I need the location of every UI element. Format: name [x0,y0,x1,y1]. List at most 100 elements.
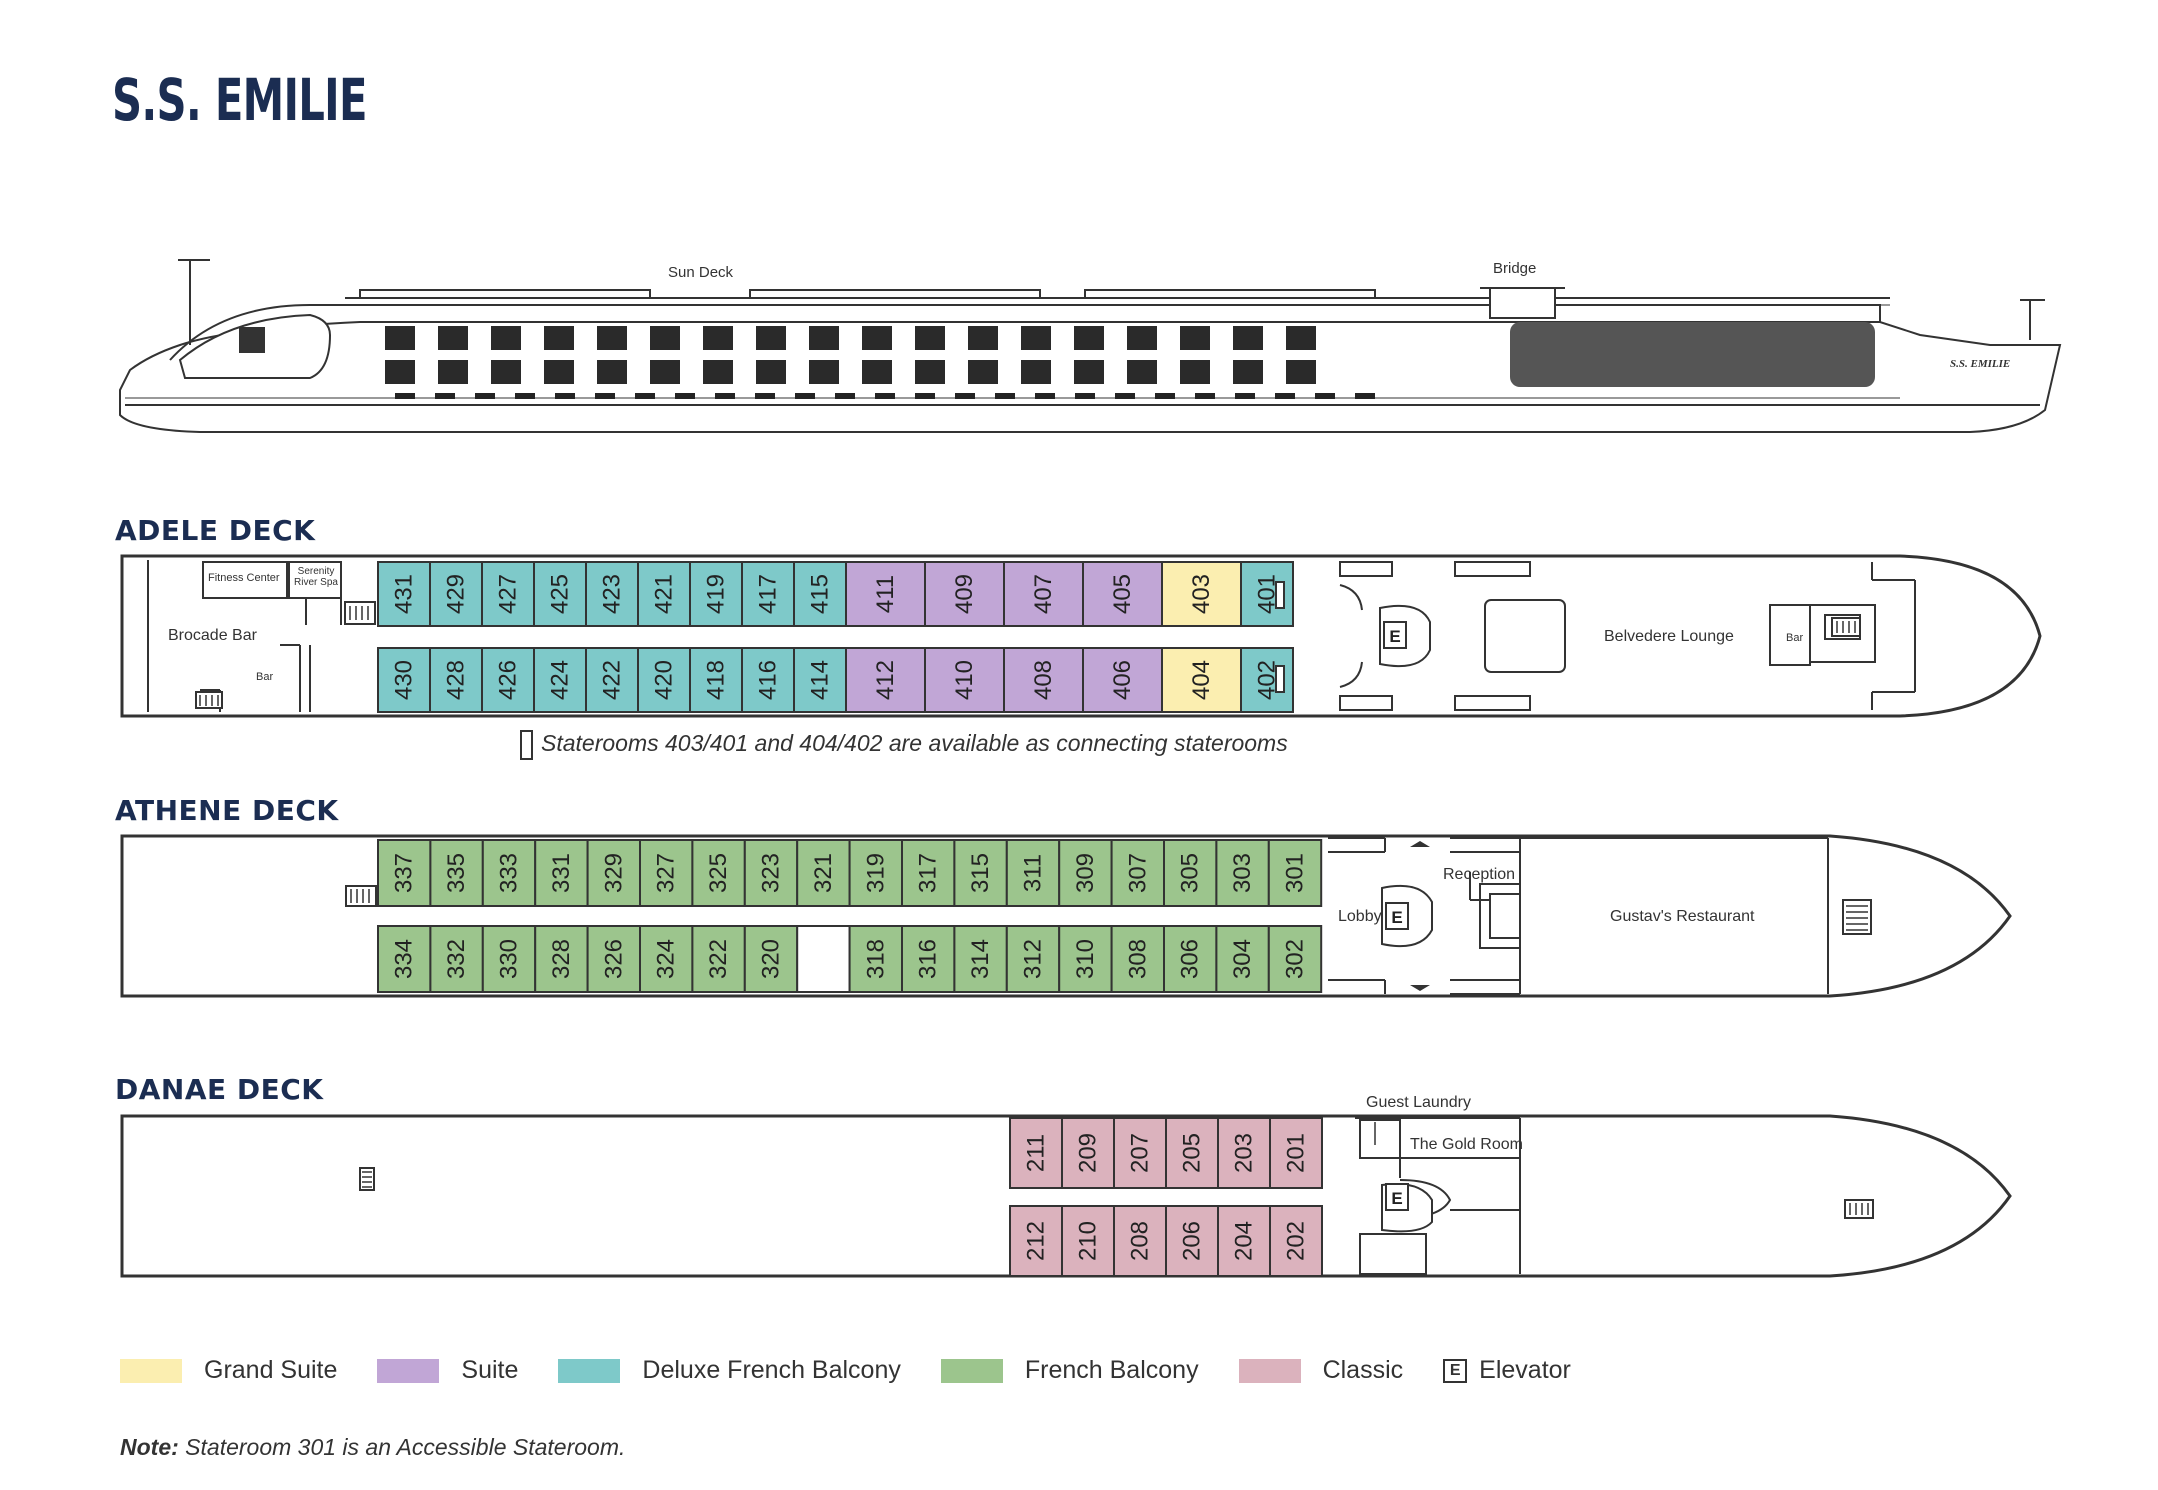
cabin-number: 304 [1229,939,1256,979]
cabin-number: 211 [1023,1134,1050,1172]
cabin-324 [639,925,694,993]
cabin-number: 405 [1109,574,1136,614]
cabin-number: 318 [862,939,889,979]
cabin-number: 331 [548,853,575,893]
porthole [1035,393,1055,399]
ship-profile-portholes [395,393,1375,399]
cabin-number: 337 [391,853,418,893]
adele-deck-title: ADELE DECK [115,514,316,547]
profile-window [1286,360,1316,384]
cabin-311 [1005,839,1061,907]
cabin-407 [1003,561,1084,627]
cabin-209 [1061,1117,1115,1189]
porthole [555,393,575,399]
athene-deck-title: ATHENE DECK [115,794,339,827]
legend-label: Suite [461,1356,519,1384]
porthole [595,393,615,399]
connecting-marker-icon [520,730,533,760]
porthole [515,393,535,399]
athene-elevator-icon [1385,902,1409,930]
cabin-number: 332 [443,939,470,979]
cabin-number: 418 [703,660,730,700]
profile-window [544,326,574,350]
cabin-number: 430 [391,660,418,700]
cabin-number: 312 [1020,939,1047,979]
gold-room-label: The Gold Room [1410,1136,1523,1153]
profile-window [1127,360,1157,384]
cabin-204 [1217,1205,1271,1277]
cabin-315 [953,839,1008,907]
porthole [795,393,815,399]
cabin-number: 307 [1124,853,1151,893]
profile-window [703,360,733,384]
cabin-number: 303 [1229,853,1256,893]
cabin-number: 404 [1188,660,1215,700]
athene-stair-marks [350,889,1868,931]
french-balcony-swatch [940,1358,1003,1383]
cabin-number: 415 [807,574,834,614]
cabin-number: 424 [547,660,574,700]
cabin-317 [901,839,956,907]
cabin-number: 328 [548,939,575,979]
belvedere-lounge-label: Belvedere Lounge [1604,628,1734,645]
cabin-330 [481,925,537,993]
cabin-number: 319 [862,853,889,893]
cabin-number: 427 [495,574,522,614]
cabin-number: 205 [1179,1133,1206,1173]
cabin-number: 325 [705,853,732,893]
cabin-301 [1267,839,1323,907]
cabin-303 [1215,839,1270,907]
cabin-410 [924,647,1005,713]
cabin-number: 203 [1231,1133,1258,1173]
deluxe-french-balcony-swatch [558,1358,621,1383]
footnote-prefix: Note: [120,1434,179,1460]
danae-elevator-letter: E [1391,1189,1402,1208]
cabin-334 [377,925,432,993]
cabin-number: 209 [1075,1133,1102,1173]
suite-swatch [377,1358,440,1383]
adele-elevator-stair: E [1379,604,1431,668]
cabin-418 [689,647,743,713]
legend-label: Grand Suite [204,1356,338,1384]
cabin-420 [637,647,691,713]
porthole [1235,393,1255,399]
porthole [395,393,415,399]
cabin-421 [637,561,691,627]
profile-window [809,326,839,350]
restaurant-label: Gustav's Restaurant [1610,908,1755,925]
cabin-205 [1165,1117,1219,1189]
porthole [1315,393,1335,399]
cabin-number: 315 [967,853,994,893]
cabin-326 [586,925,641,993]
cabin-number: 201 [1283,1133,1310,1173]
legend-label: Deluxe French Balcony [642,1356,901,1384]
athene-deck-arrows [1410,841,1430,991]
cabin-number: 408 [1030,660,1057,700]
cabin-number: 208 [1127,1221,1154,1261]
porthole [875,393,895,399]
connecting-rooms-note: Staterooms 403/401 and 404/402 are avail… [520,730,1288,760]
cabin-211 [1009,1117,1063,1189]
profile-window [438,360,468,384]
cabin-number: 305 [1177,853,1204,893]
cabin-428 [429,647,483,713]
reception-label: Reception [1443,866,1516,883]
cabin-425 [533,561,587,627]
cabin-number: 406 [1109,660,1136,700]
forward-bar-label: Bar [1786,632,1804,644]
cabin-212 [1009,1205,1063,1277]
profile-window [544,360,574,384]
cabin-312 [1005,925,1061,993]
cabin-429 [429,561,483,627]
danae-deck-interior [359,1117,1874,1275]
guest-laundry-label: Guest Laundry [1366,1094,1471,1111]
profile-window [1233,360,1263,384]
cabin-number: 302 [1282,939,1309,979]
profile-window [756,326,786,350]
cabin-number: 426 [495,660,522,700]
cabin-number: 421 [651,574,678,614]
profile-window [1074,360,1104,384]
cabin-number: 417 [755,574,782,614]
